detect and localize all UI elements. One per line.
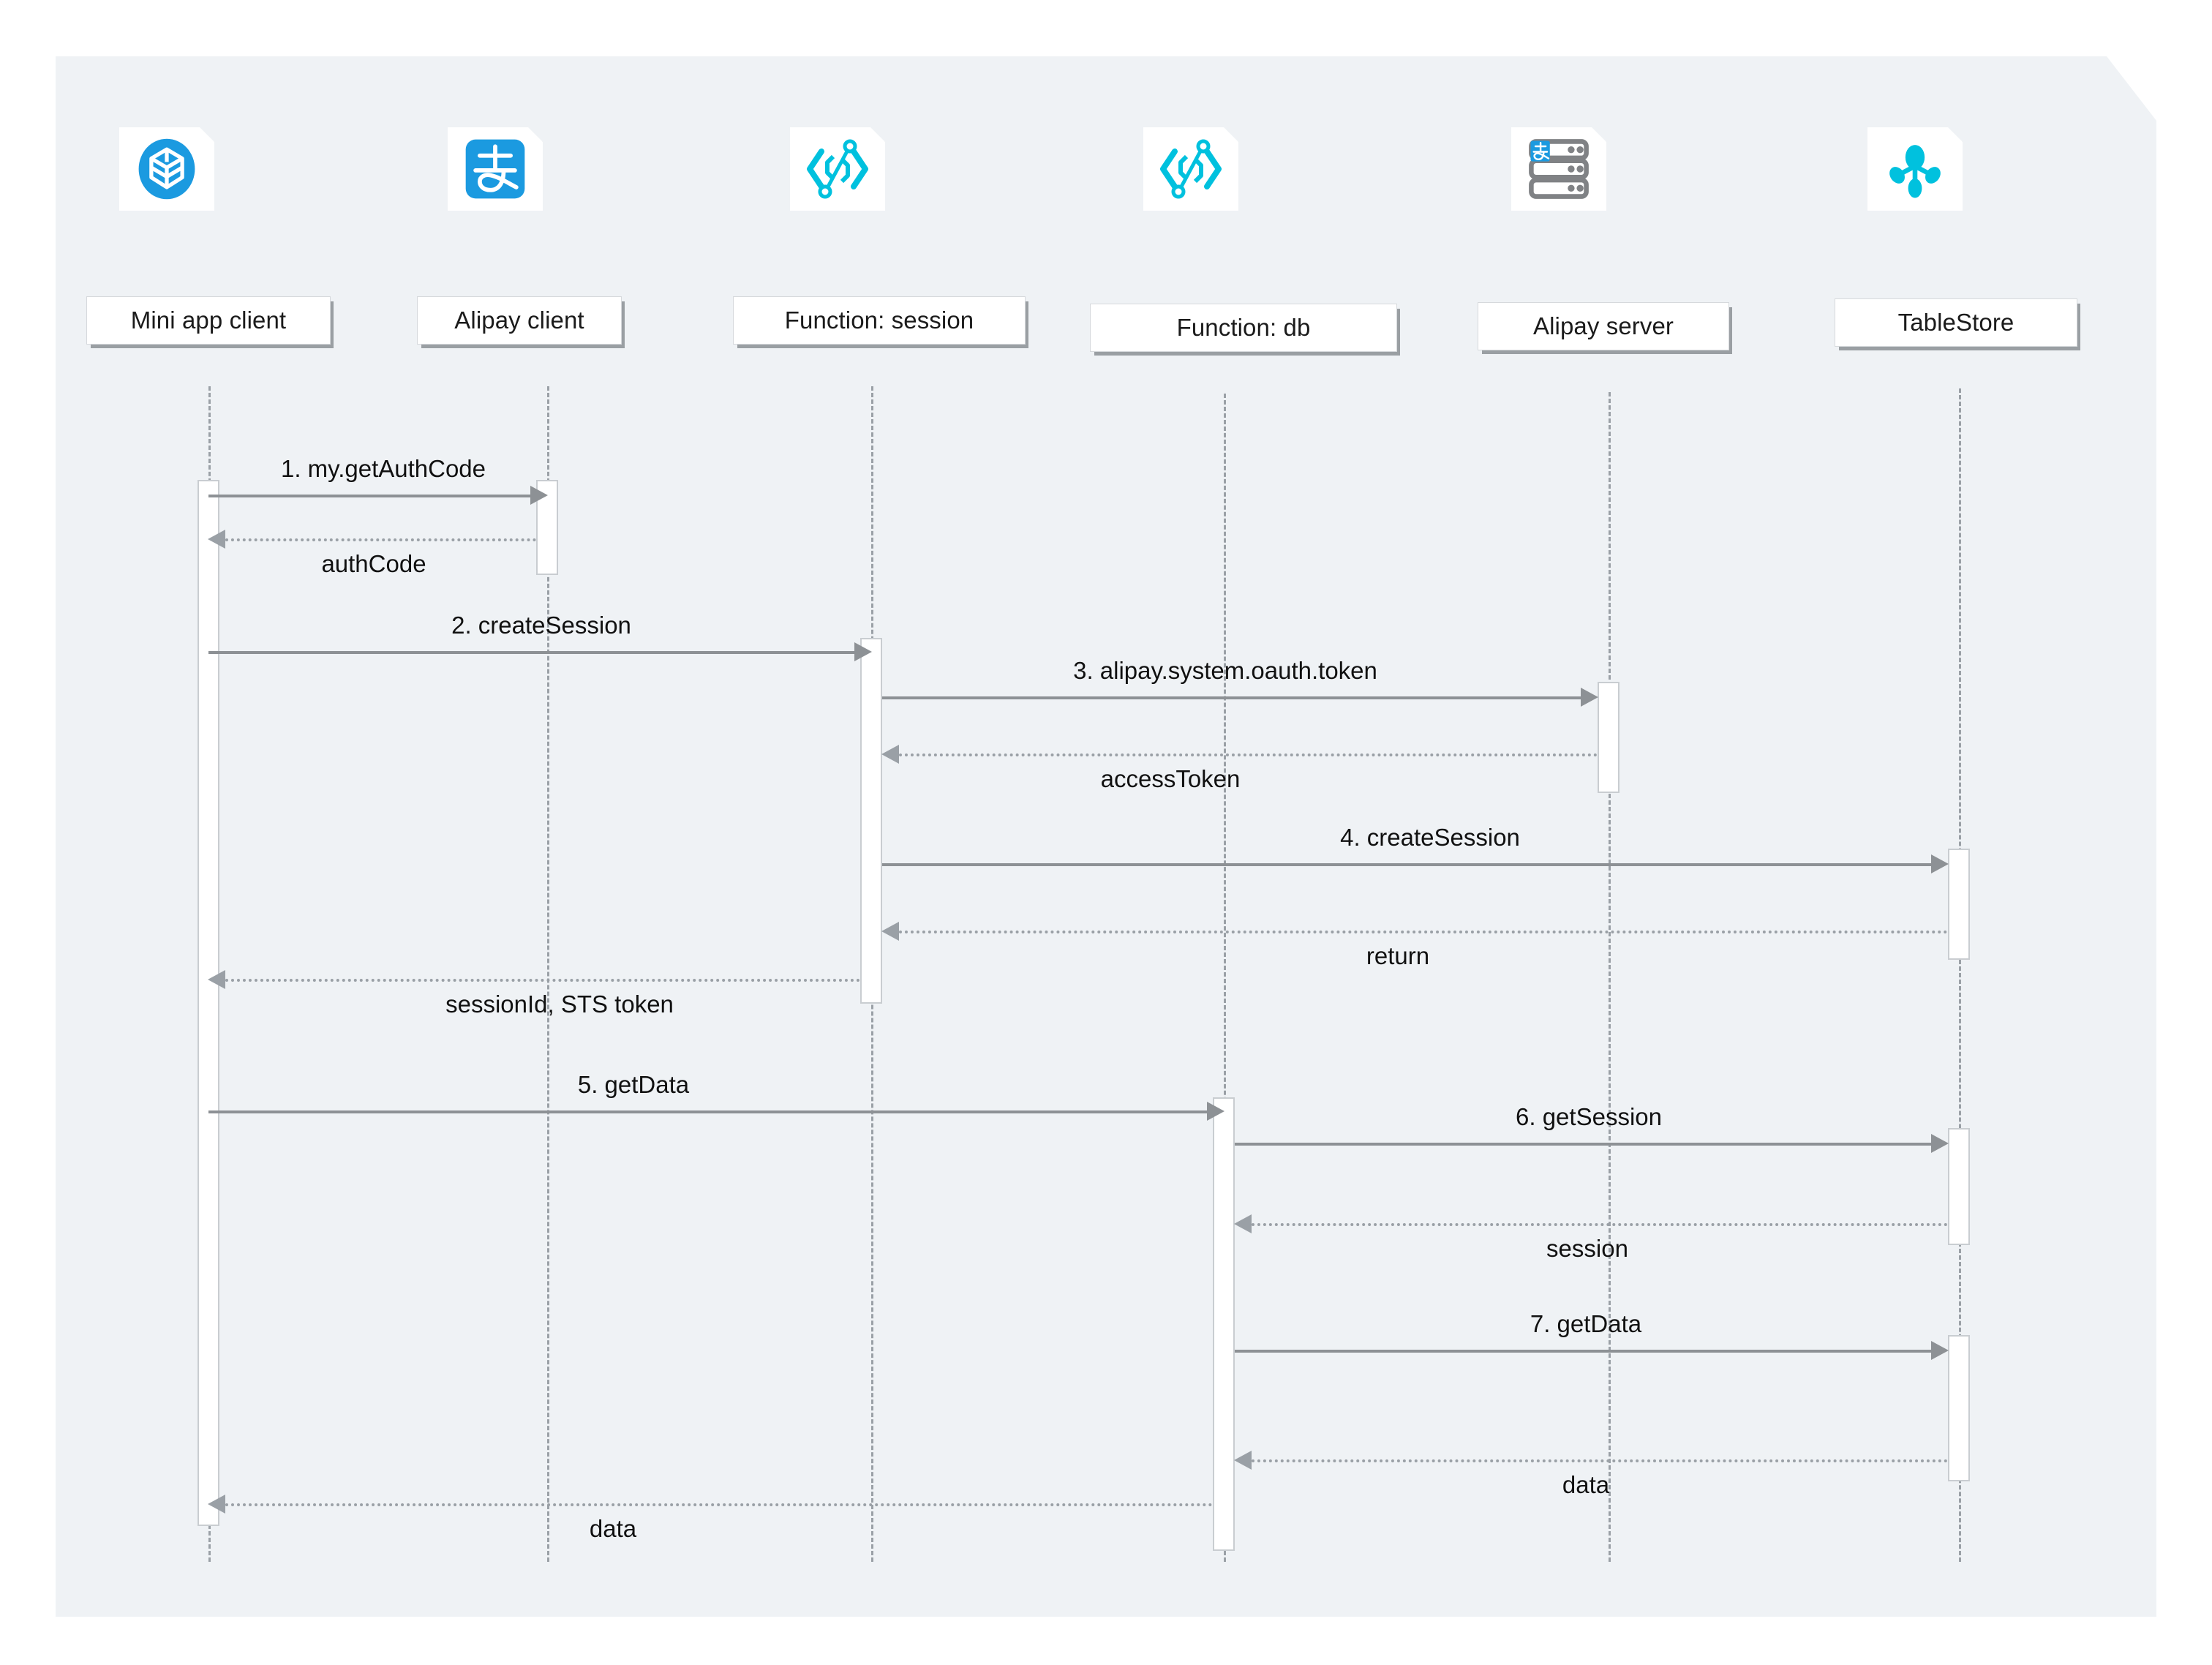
message-label-14: data — [589, 1515, 637, 1542]
participant-label: Mini app client — [130, 307, 287, 334]
arrow-head-left — [1234, 1451, 1252, 1470]
arrow-head-right — [1207, 1102, 1224, 1121]
participant-label: Alipay server — [1532, 312, 1674, 339]
arrow-head-right — [854, 642, 872, 661]
arrow-head-right — [1931, 1134, 1949, 1153]
alipay-server-icon — [1524, 135, 1593, 203]
activation-tablestore-get-data — [1948, 1335, 1970, 1481]
message-line-5 — [899, 753, 1598, 756]
arrow-head-left — [208, 970, 225, 989]
message-line-3 — [208, 651, 854, 654]
activation-alipay-server — [1598, 682, 1620, 793]
message-line-11 — [1252, 1223, 1948, 1226]
activation-function-session — [860, 638, 882, 1004]
message-label-7: return — [1366, 942, 1430, 969]
message-label-1: 1. my.getAuthCode — [280, 455, 486, 482]
participant-label: Function: db — [1176, 314, 1311, 341]
function-compute-icon — [1154, 132, 1227, 206]
mini-app-client-icon-card — [119, 127, 214, 211]
message-line-9 — [208, 1110, 1207, 1113]
mini-app-logo-icon — [132, 134, 202, 204]
activation-tablestore-create-session — [1948, 849, 1970, 960]
message-label-13: data — [1562, 1471, 1610, 1498]
arrow-head-right — [1931, 1341, 1949, 1360]
message-label-8: sessionId, STS token — [445, 991, 674, 1018]
arrow-head-right — [1581, 688, 1598, 707]
message-line-8 — [225, 979, 860, 982]
message-line-13 — [1252, 1459, 1948, 1462]
message-label-11: session — [1546, 1235, 1628, 1262]
alipay-server-icon-card — [1511, 127, 1606, 211]
message-label-5: accessToken — [1100, 765, 1241, 792]
tablestore-icon — [1881, 135, 1949, 203]
activation-mini-app-client — [198, 480, 219, 1526]
participant-label: Function: session — [784, 307, 974, 334]
function-db-icon-card — [1143, 127, 1238, 211]
message-label-12: 7. getData — [1530, 1310, 1642, 1337]
message-label-3: 2. createSession — [451, 612, 631, 639]
message-label-6: 4. createSession — [1340, 824, 1520, 851]
activation-tablestore-get-session — [1948, 1128, 1970, 1245]
lifeline-alipay-server — [1609, 392, 1611, 1562]
message-label-9: 5. getData — [577, 1071, 690, 1098]
arrow-head-left — [208, 530, 225, 549]
message-line-14 — [225, 1503, 1213, 1506]
message-line-1 — [208, 495, 530, 497]
arrow-head-left — [1234, 1214, 1252, 1233]
alipay-logo-icon — [460, 134, 530, 204]
diagram-canvas — [56, 56, 2156, 1617]
alipay-client-icon-card — [448, 127, 543, 211]
participant-header-alipay-server[interactable]: Alipay server — [1478, 302, 1729, 350]
participant-header-function-session[interactable]: Function: session — [733, 296, 1026, 345]
participant-header-function-db[interactable]: Function: db — [1090, 304, 1397, 352]
arrow-head-left — [881, 922, 899, 941]
arrow-head-left — [881, 745, 899, 764]
message-label-10: 6. getSession — [1516, 1103, 1662, 1130]
participant-label: Alipay client — [454, 307, 584, 334]
lifeline-function-db — [1224, 394, 1226, 1562]
activation-function-db — [1213, 1097, 1235, 1551]
message-line-2 — [225, 538, 536, 541]
message-label-4: 3. alipay.system.oauth.token — [1073, 657, 1377, 684]
arrow-head-right — [1931, 854, 1949, 873]
arrow-head-right — [530, 486, 548, 505]
message-label-2: authCode — [321, 550, 426, 577]
lifeline-alipay-client — [547, 386, 549, 1562]
participant-header-mini-app-client[interactable]: Mini app client — [86, 296, 331, 345]
participant-header-tablestore[interactable]: TableStore — [1835, 298, 2077, 347]
function-session-icon-card — [790, 127, 885, 211]
participant-header-alipay-client[interactable]: Alipay client — [417, 296, 622, 345]
message-line-6 — [882, 863, 1931, 866]
lifeline-tablestore — [1959, 388, 1961, 1562]
message-line-7 — [899, 931, 1948, 933]
message-line-4 — [882, 696, 1581, 699]
message-line-10 — [1235, 1143, 1931, 1146]
function-compute-icon — [801, 132, 874, 206]
arrow-head-left — [208, 1495, 225, 1514]
tablestore-icon-card — [1867, 127, 1963, 211]
message-line-12 — [1235, 1350, 1931, 1353]
participant-label: TableStore — [1897, 309, 2014, 336]
